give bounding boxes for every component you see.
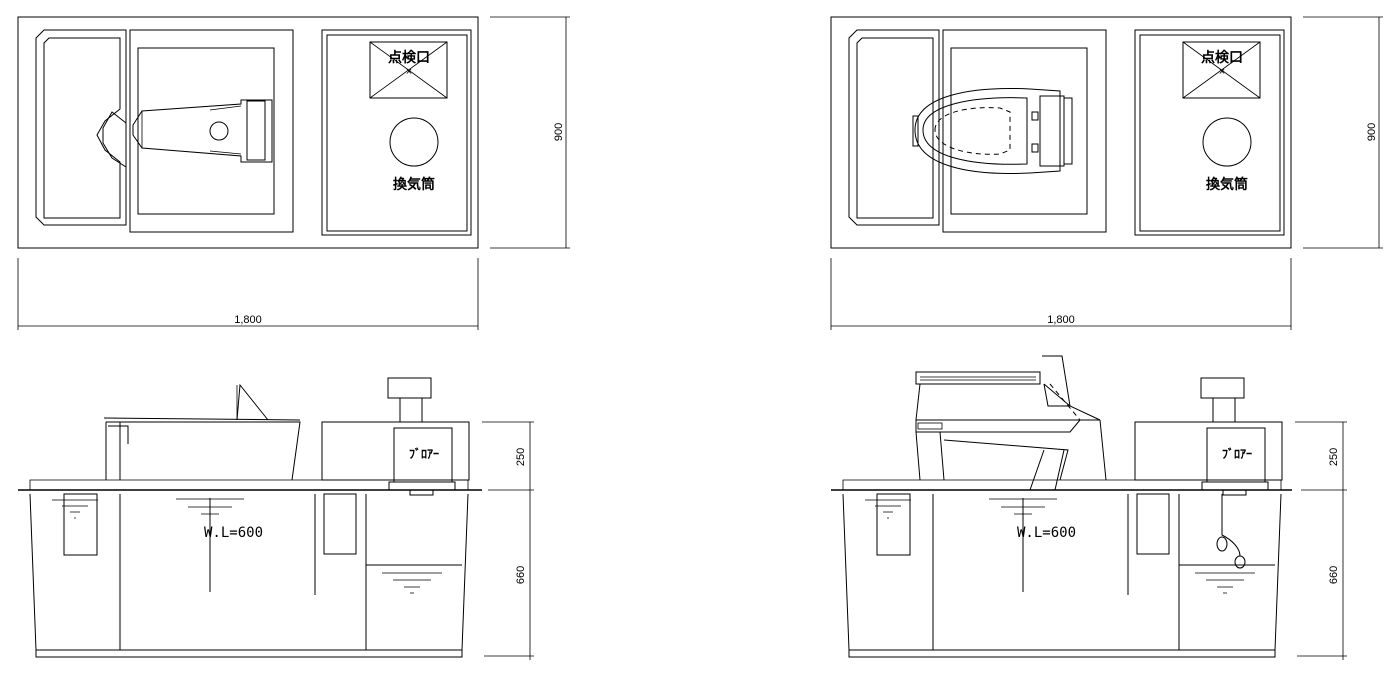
blower-label: ﾌﾞﾛｱｰ [409,446,439,461]
blower-housing: ﾌﾞﾛｱｰ [1134,377,1283,496]
plan-depth-label: 900 [553,123,565,141]
svg-text:×: × [406,66,412,78]
vent-pipe-label: 換気筒 [393,176,435,193]
water-level-symbols [865,498,1255,594]
plan-outline [830,16,1292,249]
section-height-dimensions: 250 660 [482,421,534,660]
lower-height-label: 660 [515,566,527,584]
inspection-hatch-label: 点検口 [1201,49,1243,66]
plan-width-dimension: 1,800 [17,258,479,330]
upper-height-label: 250 [1328,448,1340,466]
water-level-label: W.L=600 [204,525,263,541]
right-plan-view: 点検口 × 換気筒 1,800 900 [830,16,1383,330]
left-plan-view: 点検口 × 換気筒 1,800 900 [17,16,570,330]
septic-tank [29,493,469,658]
plan-depth-label: 900 [1366,123,1378,141]
urinal-compartment [848,29,940,226]
septic-tank [842,493,1282,658]
urinal-compartment [35,29,127,226]
western-toilet-compartment [912,29,1107,233]
inspection-hatch [369,41,448,99]
water-level-label: W.L=600 [1017,525,1076,541]
western-toilet-unit [915,355,1107,491]
plan-depth-dimension: 900 [490,16,570,249]
plan-width-label: 1,800 [1047,314,1075,326]
right-section-view: W.L=600 ﾌﾞﾛｱｰ 250 660 [831,355,1347,660]
inspection-hatch [1182,41,1261,99]
inspection-compartment: 点検口 × 換気筒 [1134,29,1285,236]
squat-toilet-unit [103,383,301,481]
blower-label: ﾌﾞﾛｱｰ [1222,446,1252,461]
inspection-hatch-label: 点検口 [388,49,430,66]
toilet-lid [915,371,1041,385]
toilet-bowl [914,88,1061,174]
upper-height-label: 250 [515,448,527,466]
section-height-dimensions: 250 660 [1295,421,1347,660]
svg-text:×: × [1219,66,1225,78]
vent-pipe-label: 換気筒 [1206,176,1248,193]
blower-housing: ﾌﾞﾛｱｰ [321,377,470,496]
plan-width-dimension: 1,800 [830,258,1292,330]
vent-pipe [1202,117,1252,167]
lower-height-label: 660 [1328,566,1340,584]
squat-toilet-compartment [129,29,294,233]
vent-pipe [389,117,439,167]
plan-width-label: 1,800 [234,314,262,326]
plan-outline [17,16,479,249]
inspection-compartment: 点検口 × 換気筒 [321,29,472,236]
plan-depth-dimension: 900 [1303,16,1383,249]
water-level-symbols [52,498,442,594]
left-section-view: W.L=600 ﾌﾞﾛｱｰ 250 660 [18,377,534,660]
